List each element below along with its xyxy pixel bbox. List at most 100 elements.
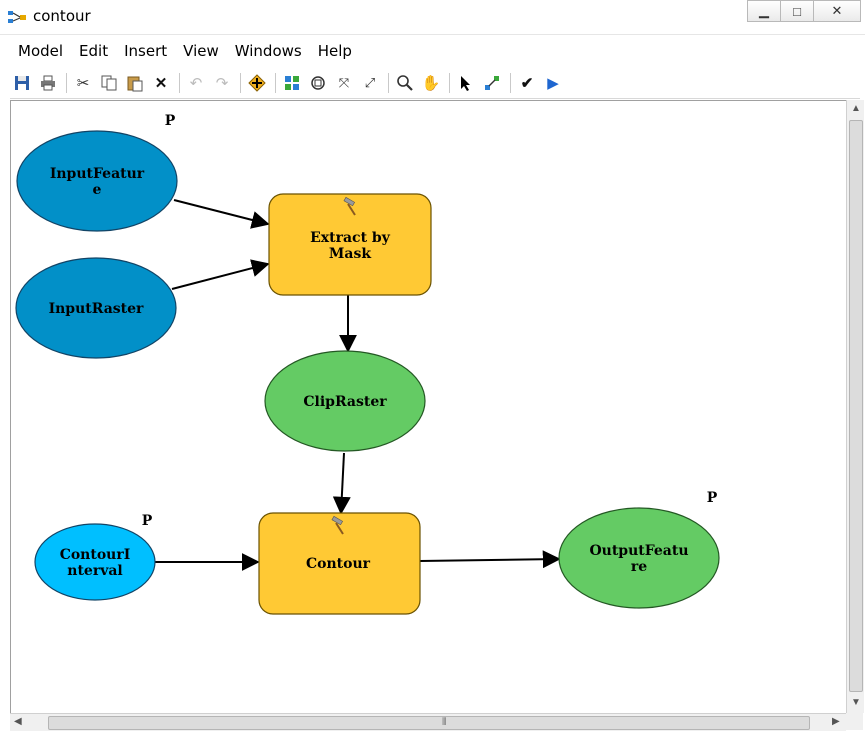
node-label: InputFeatur: [50, 166, 145, 182]
menu-view[interactable]: View: [183, 42, 219, 60]
toolbar-separator: [179, 73, 180, 93]
node-input-feature[interactable]: InputFeatur e: [16, 130, 178, 232]
copy-icon: [101, 75, 117, 91]
tool-rectangle: [268, 193, 432, 296]
full-extent-button[interactable]: [306, 71, 330, 95]
vertical-scrollbar[interactable]: ▲ ▼: [846, 100, 864, 713]
horizontal-scrollbar[interactable]: ◀ ⦀ ▶: [10, 713, 846, 731]
zoom-button[interactable]: [393, 71, 417, 95]
model-diagram: InputFeatur e P InputRaster Extract by M…: [15, 113, 720, 615]
minimize-button[interactable]: ▁: [747, 0, 781, 22]
derived-data-ellipse: [264, 350, 426, 452]
auto-layout-button[interactable]: [280, 71, 304, 95]
parameter-flag: P: [142, 513, 153, 529]
run-icon: ▶: [547, 75, 559, 92]
paste-button[interactable]: [123, 71, 147, 95]
model-canvas[interactable]: InputFeatur e P InputRaster Extract by M…: [10, 100, 847, 714]
scissors-icon: ✂: [76, 75, 90, 92]
toolbar-separator: [240, 73, 241, 93]
pan-button[interactable]: ✋: [419, 71, 443, 95]
derived-data-ellipse: [558, 507, 720, 609]
node-label: Mask: [329, 246, 371, 262]
copy-button[interactable]: [97, 71, 121, 95]
menu-model[interactable]: Model: [18, 42, 64, 60]
node-label: Extract by: [310, 230, 391, 246]
magnifier-icon: [397, 75, 413, 91]
menu-edit[interactable]: Edit: [79, 42, 109, 60]
hand-icon: ✋: [421, 75, 441, 92]
redo-icon: ↷: [215, 75, 229, 92]
scroll-up-icon[interactable]: ▲: [851, 103, 861, 114]
toolbar-separator: [510, 73, 511, 93]
node-input-raster[interactable]: InputRaster: [15, 257, 177, 359]
parameter-flag: P: [165, 113, 176, 129]
title-bar: contour ▁ □ ✕: [0, 0, 865, 35]
undo-icon: ↶: [189, 75, 203, 92]
pointer-icon: [461, 76, 470, 91]
connect-button[interactable]: [480, 71, 504, 95]
scrollbar-corner: [846, 713, 863, 730]
node-contour-interval[interactable]: ContourI nterval: [34, 523, 156, 601]
toolbar-separator: [66, 73, 67, 93]
node-label: re: [631, 559, 647, 575]
input-data-ellipse: [15, 257, 177, 359]
toolbar-separator: [449, 73, 450, 93]
node-clip-raster[interactable]: ClipRaster: [264, 350, 426, 452]
checkmark-icon: ✔: [520, 75, 534, 92]
menu-windows[interactable]: Windows: [234, 42, 302, 60]
parameter-flag: P: [707, 490, 718, 506]
node-label: Contour: [306, 556, 371, 572]
menu-insert[interactable]: Insert: [124, 42, 168, 60]
zoom-in-arrows-icon: ⤢: [364, 75, 376, 90]
close-button[interactable]: ✕: [813, 0, 861, 22]
zoom-out-arrows-icon: ⤧: [338, 75, 350, 90]
toolbar-separator: [388, 73, 389, 93]
fixed-zoom-out-button[interactable]: ⤧: [332, 71, 356, 95]
print-button[interactable]: [36, 71, 60, 95]
node-extract-by-mask[interactable]: Extract by Mask: [268, 193, 432, 296]
paste-icon: [127, 76, 143, 92]
node-label: ContourI: [60, 547, 131, 563]
minimize-icon: ▁: [759, 3, 769, 18]
scroll-left-icon[interactable]: ◀: [14, 716, 22, 727]
delete-icon: ✕: [154, 75, 168, 92]
window-controls: ▁ □ ✕: [747, 0, 861, 22]
node-label: e: [93, 182, 102, 198]
add-data-button[interactable]: [245, 71, 269, 95]
scroll-down-icon[interactable]: ▼: [851, 697, 861, 708]
connector-clipraster-to-contour[interactable]: [332, 452, 351, 515]
node-label: InputRaster: [49, 301, 144, 317]
toolbar-separator: [275, 73, 276, 93]
delete-button[interactable]: ✕: [149, 71, 173, 95]
add-data-icon: [248, 74, 266, 92]
horizontal-scroll-thumb[interactable]: ⦀: [48, 716, 810, 730]
menu-help[interactable]: Help: [317, 42, 352, 60]
connector-inputraster-to-extract[interactable]: [171, 259, 270, 290]
connector-inputfeature-to-extract[interactable]: [173, 199, 270, 229]
run-button[interactable]: ▶: [541, 71, 565, 95]
select-button[interactable]: [454, 71, 478, 95]
connect-icon: [485, 76, 499, 90]
scroll-right-icon[interactable]: ▶: [832, 716, 840, 727]
node-contour-tool[interactable]: Contour: [258, 512, 421, 615]
maximize-button[interactable]: □: [780, 0, 814, 22]
node-output-feature[interactable]: OutputFeatu re: [558, 507, 720, 609]
cut-button[interactable]: ✂: [71, 71, 95, 95]
fixed-zoom-in-button[interactable]: ⤢: [358, 71, 382, 95]
save-button[interactable]: [10, 71, 34, 95]
vertical-scroll-thumb[interactable]: [849, 120, 863, 692]
model-icon: [8, 11, 26, 23]
redo-button[interactable]: ↷: [210, 71, 234, 95]
tool-rectangle: [258, 512, 421, 615]
validate-button[interactable]: ✔: [515, 71, 539, 95]
window-title: contour: [33, 7, 91, 25]
undo-button[interactable]: ↶: [184, 71, 208, 95]
save-icon: [15, 76, 29, 90]
connector-contour-to-output[interactable]: [419, 550, 561, 569]
menu-bar: Model Edit Insert View Windows Help: [10, 38, 360, 64]
node-label: nterval: [67, 563, 122, 579]
node-label: OutputFeatu: [589, 543, 688, 559]
close-icon: ✕: [831, 3, 843, 18]
maximize-icon: □: [793, 3, 801, 19]
